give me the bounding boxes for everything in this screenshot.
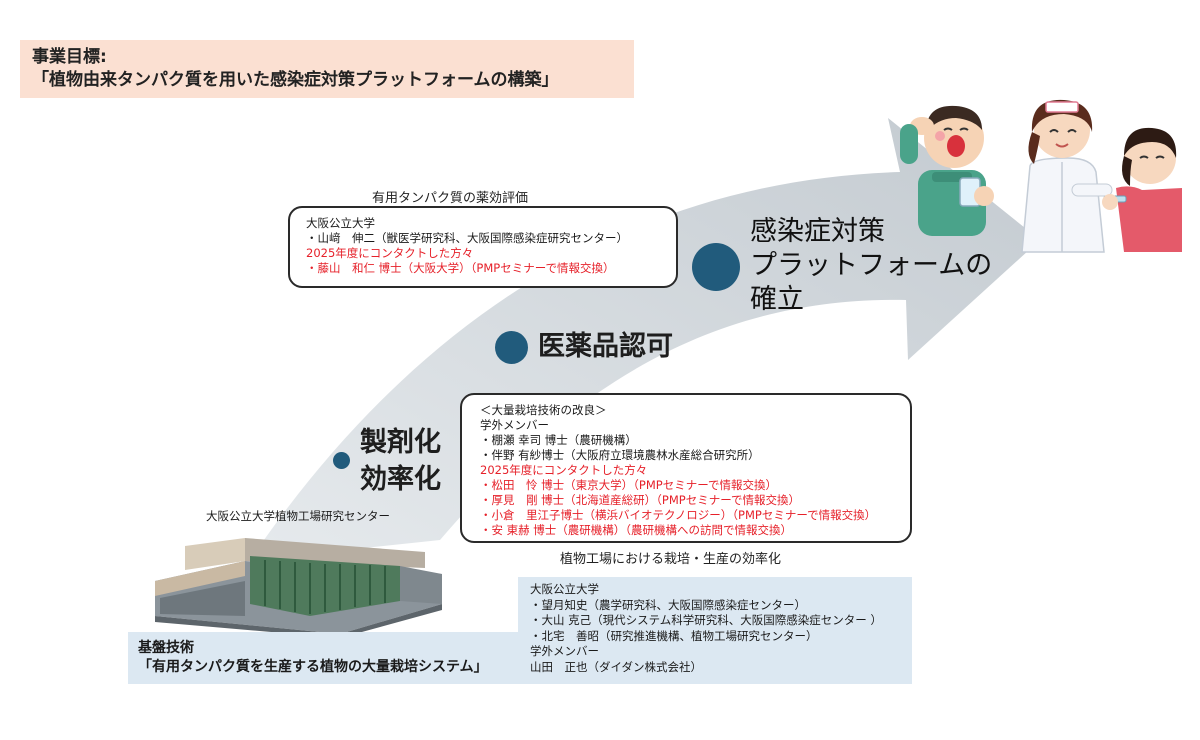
cultivation-line: ＜大量栽培技術の改良＞: [480, 403, 607, 417]
cultivation-line: ・安 東赫 博士（農研機構）（農研機構への訪問で情報交換）: [480, 523, 793, 537]
base-technology-bar: 基盤技術 「有用タンパク質を生産する植物の大量栽培システム」: [128, 632, 520, 684]
base-technology-description: 「有用タンパク質を生産する植物の大量栽培システム」: [138, 659, 488, 675]
project-goal-banner: 事業目標: 「植物由来タンパク質を用いた感染症対策プラットフォームの構築」: [20, 40, 634, 98]
goal-title: 事業目標:: [32, 47, 107, 67]
base-member-line: ・望月知史（農学研究科、大阪国際感染症センター）: [530, 597, 806, 612]
nurse-child-illustration: [1021, 99, 1182, 253]
facility-caption: 大阪公立大学植物工場研究センター: [206, 509, 390, 523]
stage-label-platform: 感染症対策 プラットフォームの 確立: [750, 216, 993, 315]
eval-caption: 有用タンパク質の薬効評価: [372, 191, 529, 206]
cultivation-members-box: ＜大量栽培技術の改良＞ 学外メンバー ・棚瀬 幸司 博士（農研機構） ・伴野 有…: [460, 393, 912, 543]
eval-line: ・藤山 和仁 博士（大阪大学）（PMPセミナーで情報交換）: [306, 261, 615, 275]
cultivation-line: ・厚見 剛 博士（北海道産総研）（PMPセミナーで情報交換）: [480, 493, 801, 507]
base-member-line: 山田 正也（ダイダン株式会社）: [530, 659, 703, 674]
stage-dot-platform: [692, 243, 740, 291]
stage-dot-formulation: [333, 452, 350, 469]
cultivation-line: 2025年度にコンタクトした方々: [480, 463, 648, 477]
base-member-line: ・北宅 善昭（研究推進機構、植物工場研究センター）: [530, 628, 818, 643]
stage-label-formulation: 製剤化 効率化: [360, 427, 441, 495]
cultivation-line: 学外メンバー: [480, 418, 549, 432]
cultivation-line: ・伴野 有紗博士（大阪府立環境農林水産総合研究所）: [480, 448, 760, 462]
stage-label-approval: 医薬品認可: [538, 331, 673, 362]
cultivation-line: ・松田 怜 博士（東京大学）（PMPセミナーで情報交換）: [480, 478, 778, 492]
plant-factory-illustration: [155, 538, 442, 638]
eval-line: ・山﨑 伸二（獣医学研究科、大阪国際感染症研究センター）: [306, 231, 628, 245]
eval-line: 2025年度にコンタクトした方々: [306, 246, 474, 260]
eval-line: 大阪公立大学: [306, 216, 375, 230]
base-member-line: ・大山 克己（現代システム科学研究科、大阪国際感染症センター ）: [530, 613, 882, 627]
patient-illustration: [900, 105, 994, 236]
base-member-line: 大阪公立大学: [530, 582, 599, 596]
eval-members-box: 大阪公立大学 ・山﨑 伸二（獣医学研究科、大阪国際感染症研究センター） 2025…: [288, 206, 678, 288]
cultivation-line: ・棚瀬 幸司 博士（農研機構）: [480, 433, 637, 447]
cultivation-line: ・小倉 里江子博士（横浜バイオテクノロジー）（PMPセミナーで情報交換）: [480, 508, 877, 522]
base-technology-title: 基盤技術: [138, 640, 194, 656]
goal-description: 「植物由来タンパク質を用いた感染症対策プラットフォームの構築」: [32, 70, 559, 90]
stage-dot-approval: [495, 331, 528, 364]
base-members-box: 大阪公立大学 ・望月知史（農学研究科、大阪国際感染症センター） ・大山 克己（現…: [518, 577, 912, 684]
cultivation-caption: 植物工場における栽培・生産の効率化: [560, 552, 782, 567]
base-member-line: 学外メンバー: [530, 644, 599, 658]
